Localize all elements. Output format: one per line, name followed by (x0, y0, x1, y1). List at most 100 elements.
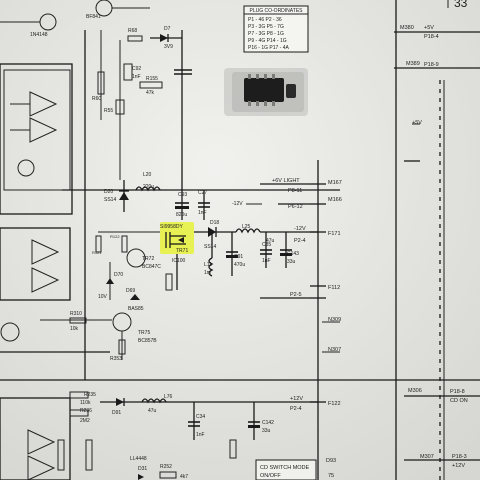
c27-value: 1nF (198, 210, 207, 216)
tp-n307: N307 (328, 347, 341, 353)
r122-label: R122 (110, 234, 120, 239)
d20-diode: D20 SS14 (104, 180, 129, 212)
l11-value: 1m (204, 270, 211, 276)
l76-value: 47u (148, 408, 157, 414)
c27-label: C27 (198, 190, 207, 196)
c93-label: C93 (178, 192, 187, 198)
d20-label: D20 (104, 189, 113, 195)
d91-label: D91 (112, 410, 121, 416)
d18-type: SS14 (204, 244, 216, 250)
mosfet-ref-label: TR71 (176, 248, 188, 254)
smd-chip-icon (224, 68, 308, 116)
d70-zener: D70 10V (98, 262, 123, 300)
d18-diode: D18 SS14 (204, 220, 219, 258)
top-left-transistors: 1N4148 BF841 (0, 0, 150, 38)
plug-table-title: PLUG CO-ORDINATES (250, 8, 304, 14)
c143-value: 33u (287, 259, 296, 265)
c35-value: 1nF (262, 258, 271, 264)
r236-label: R236 (80, 408, 92, 414)
r310-resistor: R310 10k (40, 311, 112, 332)
plug-table-row: P16 - 1G P17 - 4A (248, 45, 290, 51)
c91-value: 470u (234, 262, 245, 268)
cd-switch-mode-box: CD SWITCH MODE ON/OFF (255, 459, 317, 480)
resistor-row: R121 R122 (92, 231, 160, 255)
net-plus5v-b: +5V (412, 120, 422, 126)
svg-text:1N4148: 1N4148 (30, 32, 48, 38)
l76-label: L76 (164, 394, 173, 400)
tp-m307: M307 (420, 454, 434, 460)
tp-m167: M167 (328, 180, 342, 186)
tp-m166: M166 (328, 197, 342, 203)
l20-value: 220u (143, 184, 154, 190)
r60-label: R60 (92, 96, 101, 102)
tr72-label: TR72 (142, 256, 154, 262)
tr75-transistor: TR75 BC857B R353 (110, 312, 157, 362)
net-plus12v: +12V (290, 396, 303, 402)
left-opamp-block-mid (0, 227, 71, 342)
c91-capacitor: C91 470u (226, 232, 245, 276)
tp-n309: N309 (328, 317, 341, 323)
c91-label: C91 (234, 254, 243, 260)
tr75-label: TR75 (138, 330, 150, 336)
c142-value: 33u (262, 428, 271, 434)
c93-capacitor: C93 820u (175, 190, 189, 220)
switch-box-line1: CD SWITCH MODE (260, 465, 310, 471)
svg-text:BF841: BF841 (86, 14, 101, 20)
plug-table-row: P7 - 3G P8 - 1G (248, 31, 284, 37)
r68-label: R68 (128, 28, 137, 34)
c34-capacitor: C34 1nF (188, 402, 205, 440)
r235-r236-resistors: R235 110k R236 2M2 (69, 391, 96, 424)
c35-capacitor: C35 1nF (260, 232, 272, 268)
d7-label: D7 (164, 26, 171, 32)
c92-value: 1nF (132, 74, 141, 80)
r55-label: R55 (104, 108, 113, 114)
plug-coordinates-table: PLUG CO-ORDINATES P1 - 46 P2 - 36 P3 - 3… (243, 5, 309, 53)
l20-inductor: L20 220u (135, 172, 161, 192)
d31-label: D31 (138, 466, 147, 472)
net-labels: +6V LIGHT P8-11 P6-12 -12V P2-4 P2-5 +12… (272, 178, 306, 412)
net-minus12v: -12V (294, 226, 306, 232)
c92-label: C92 (132, 66, 141, 72)
right-edge-section: +5V P18-4 P18-9 P18-8 CD ON P18-3 +12V +… (394, 0, 480, 480)
l25-label: L25 (242, 224, 251, 230)
net-p2-4-b: P2-4 (290, 406, 302, 412)
r155-label: R155 (146, 76, 158, 82)
r155-value: 47k (146, 90, 155, 96)
ic100-label: IC100 (172, 258, 186, 264)
c35-label: C35 (262, 242, 271, 248)
tr75-type: BC857B (138, 338, 157, 344)
d69-diode: D69 BAS85 (126, 288, 144, 312)
bas85-label: BAS85 (128, 306, 144, 312)
net-cd-on: CD ON (450, 398, 468, 404)
d69-label: D69 (126, 288, 135, 294)
c142-label: C142 (262, 420, 274, 426)
top-regulator-section: D7 3V9 R68 R155 47k C92 1nF R60 R55 (92, 26, 192, 190)
r310-label: R310 (70, 311, 82, 317)
r353-label: R353 (110, 356, 122, 362)
c143-label: C143 (287, 251, 299, 257)
l25-inductor: L25 47u (235, 224, 275, 244)
l11-inductor: L11 1m (204, 257, 214, 277)
ll4448-label: LL4448 (130, 456, 147, 462)
r121-label: R121 (92, 250, 102, 255)
r236-value: 2M2 (80, 418, 90, 424)
c142-capacitor: C142 33u (248, 402, 274, 440)
net-p18-8: P18-8 (450, 389, 465, 395)
connector-ticks (310, 183, 326, 403)
tp-m306: M306 (408, 388, 422, 394)
tp-d93: D93 (326, 458, 336, 464)
corner-page-digits: 33 (454, 0, 468, 10)
r252-label: R252 (160, 464, 172, 470)
tr72-transistor: TR72 BC847C (126, 248, 161, 270)
minus12v-net-label: -12V (232, 201, 243, 207)
mosfet-part-label: SI9958DY (160, 224, 183, 230)
d20-type: SS14 (104, 197, 116, 203)
net-p18-9: P18-9 (424, 62, 439, 68)
c34-value: 1nF (196, 432, 205, 438)
r310-value: 10k (70, 326, 79, 332)
tr72-type: BC847C (142, 264, 161, 270)
c27-capacitor: C27 1nF (198, 190, 210, 220)
net-p8-11: P8-11 (288, 188, 302, 194)
tp-m389: M389 (406, 61, 420, 67)
